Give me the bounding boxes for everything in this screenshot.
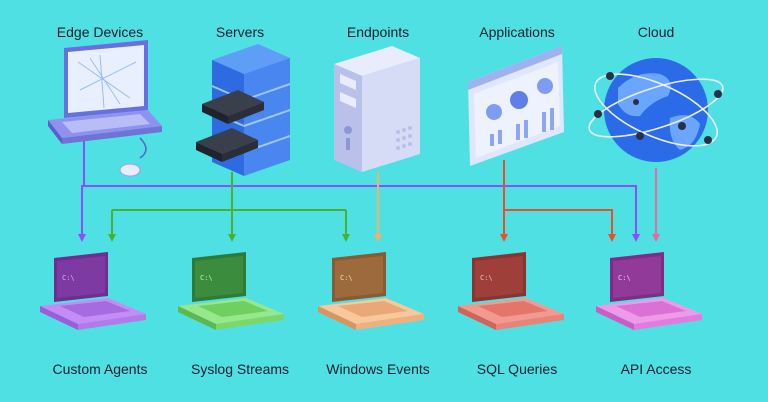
custom-agents-laptop-icon: C:\ xyxy=(40,252,146,330)
svg-text:C:\: C:\ xyxy=(480,274,493,282)
flow-servers xyxy=(108,172,350,242)
svg-text:C:\: C:\ xyxy=(62,274,75,282)
svg-text:C:\: C:\ xyxy=(200,274,213,282)
destination-label-windows-events: Windows Events xyxy=(326,361,430,377)
sql-queries-laptop-icon: C:\ xyxy=(458,252,564,330)
globe-icon xyxy=(588,58,724,162)
destination-label-sql-queries: SQL Queries xyxy=(476,361,558,377)
source-label-cloud: Cloud xyxy=(637,24,675,40)
flow-edge-devices xyxy=(78,130,640,242)
server-rack-icon xyxy=(196,44,291,176)
svg-text:C:\: C:\ xyxy=(340,274,353,282)
svg-text:C:\: C:\ xyxy=(618,274,631,282)
source-label-applications: Applications xyxy=(479,24,555,40)
source-label-edge-devices: Edge Devices xyxy=(56,24,144,40)
windows-events-laptop-icon: C:\ xyxy=(318,252,424,330)
edge-devices-laptop-icon xyxy=(48,40,162,177)
source-label-servers: Servers xyxy=(215,24,265,40)
desktop-tower-icon xyxy=(334,46,420,172)
syslog-streams-laptop-icon: C:\ xyxy=(178,252,284,330)
destination-label-syslog-streams: Syslog Streams xyxy=(190,361,290,377)
source-label-endpoints: Endpoints xyxy=(346,24,410,40)
destination-label-custom-agents: Custom Agents xyxy=(52,361,148,377)
api-access-laptop-icon: C:\ xyxy=(596,252,702,330)
destination-label-api-access: API Access xyxy=(620,361,692,377)
dashboard-screen-icon xyxy=(468,46,564,166)
flow-applications xyxy=(500,160,616,242)
